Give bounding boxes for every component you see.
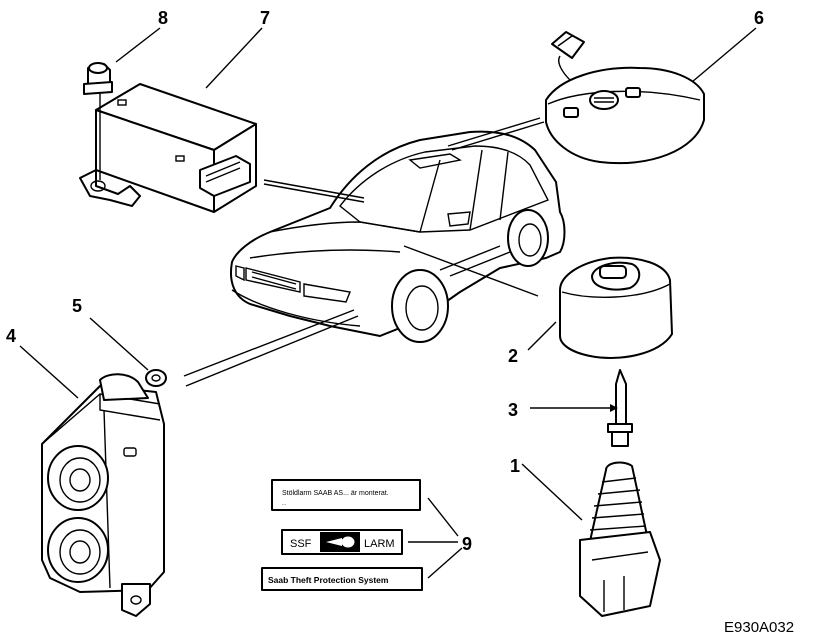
- sensor-cover: [559, 256, 673, 359]
- sticker-bottom: [261, 567, 423, 591]
- siren-nut: [145, 369, 167, 387]
- callout-7: 7: [260, 8, 270, 28]
- callout-6: 6: [754, 8, 764, 28]
- callout-5: 5: [72, 296, 82, 316]
- interior-motion-sensor: [545, 31, 705, 165]
- callout-4: 4: [6, 326, 16, 346]
- control-module: [79, 83, 257, 213]
- callout-leaders: [19, 27, 757, 579]
- callout-1: 1: [510, 456, 520, 476]
- callout-numbers: 1 2 3 4 5 6 7 8 9: [6, 8, 764, 554]
- nut: [83, 62, 113, 180]
- callout-9: 9: [462, 534, 472, 554]
- car-illustration: [230, 130, 566, 343]
- sticker-top: [271, 479, 421, 511]
- warning-stickers: Stöldlarm SAAB AS... är monterat. ... SS…: [261, 479, 423, 591]
- callout-2: 2: [508, 346, 518, 366]
- callout-8: 8: [158, 8, 168, 28]
- mounting-pin: [607, 369, 633, 447]
- connection-lines: [183, 117, 545, 387]
- sticker-bottom-text: Saab Theft Protection System: [268, 575, 389, 585]
- callout-3: 3: [508, 400, 518, 420]
- sticker-top-subtext: ...: [282, 501, 286, 507]
- sticker-top-text: Stöldlarm SAAB AS... är monterat.: [282, 490, 389, 497]
- drawing-code: E930A032: [724, 619, 794, 636]
- bonnet-switch: [579, 461, 661, 617]
- alarm-siren: [41, 373, 165, 617]
- sticker-middle-right-text: LARM: [364, 538, 395, 550]
- sticker-middle-left-text: SSF: [290, 538, 312, 550]
